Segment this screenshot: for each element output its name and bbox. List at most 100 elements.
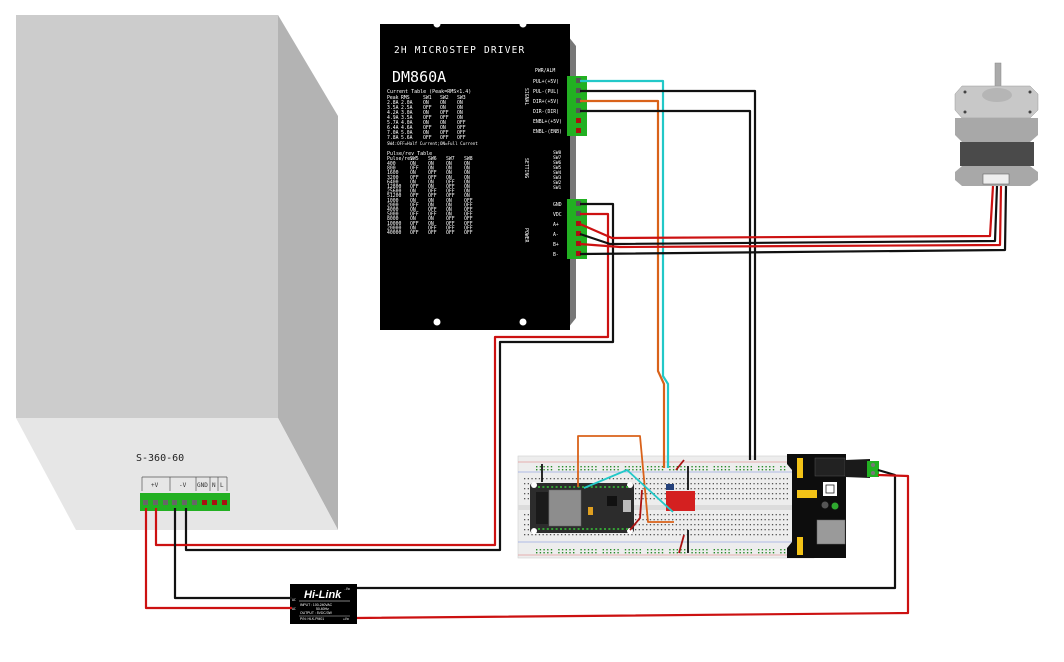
power-pin-label: A+ xyxy=(553,222,559,228)
breadboard-hole xyxy=(720,529,722,531)
breadboard-hole xyxy=(716,498,718,500)
breadboard-hole xyxy=(538,534,541,536)
rail-hole xyxy=(561,466,564,468)
breadboard-hole xyxy=(657,483,659,485)
rail-hole xyxy=(632,549,634,551)
breadboard-hole xyxy=(701,483,703,485)
rail-hole xyxy=(783,466,786,468)
jumper-orange[interactable] xyxy=(577,435,674,523)
dip-switch-label: SW4 xyxy=(553,170,562,176)
esp32-usb-port xyxy=(623,500,631,512)
pulse-table-cell: ON xyxy=(410,225,416,231)
breadboard-hole xyxy=(627,534,629,536)
breadboard-hole xyxy=(786,529,788,531)
rail-hole xyxy=(591,549,593,551)
psu-terminal-labels: +V -V GND N L xyxy=(141,476,228,491)
terminal-screw xyxy=(576,78,581,83)
pulse-table-cell: OFF xyxy=(428,230,437,236)
header-pin xyxy=(590,528,593,530)
rail-hole xyxy=(543,469,545,471)
jumper-red-2[interactable] xyxy=(675,459,685,471)
signal-pin-label: DIR+(+5V) xyxy=(533,99,559,105)
wire-hilink-vo-neg[interactable] xyxy=(357,468,897,590)
wire-motor-a-plus[interactable] xyxy=(579,185,995,240)
breadboard-hole xyxy=(635,519,637,521)
power-button[interactable] xyxy=(821,501,829,509)
breadboard-hole xyxy=(712,534,714,536)
wire-psu-ac-red[interactable] xyxy=(144,508,292,610)
header-pin xyxy=(621,528,624,530)
rail-hole xyxy=(772,466,775,468)
rail-hole xyxy=(724,552,727,554)
breadboard-hole xyxy=(742,498,744,500)
wire-motor-b-plus[interactable] xyxy=(579,185,1003,249)
breadboard-hole xyxy=(746,483,748,485)
pulse-table-cell: ON xyxy=(428,198,434,204)
breadboard-hole xyxy=(653,524,655,526)
breadboard-hole xyxy=(524,493,526,495)
wire-hilink-vo-pos[interactable] xyxy=(356,473,910,620)
breadboard-hole xyxy=(524,483,526,485)
rail-hole xyxy=(728,552,730,554)
wire-driver-vdc[interactable] xyxy=(154,212,610,547)
wire-dir-plus[interactable] xyxy=(580,99,666,468)
current-table-cell: OFF xyxy=(440,135,449,141)
rail-hole xyxy=(547,549,549,551)
pulse-table-cell: ON xyxy=(446,161,452,167)
breadboard-hole xyxy=(753,493,755,495)
power-section-label: POWER xyxy=(523,228,529,243)
rail-hole xyxy=(735,552,738,554)
rail-hole xyxy=(628,552,630,554)
breadboard-hole xyxy=(524,519,526,521)
breadboard-hole xyxy=(575,534,578,536)
breadboard-hole xyxy=(734,493,737,495)
jumper-red-3[interactable] xyxy=(678,534,685,554)
breadboard-hole xyxy=(709,478,711,480)
header-pin xyxy=(555,486,558,488)
header-pin xyxy=(599,528,602,530)
breadboard-hole xyxy=(709,498,711,500)
rail-hole xyxy=(647,469,649,471)
breadboard-hole xyxy=(749,524,751,526)
breadboard-hole xyxy=(627,478,629,480)
current-table-cell: 4.6A xyxy=(401,125,413,131)
rail-hole xyxy=(617,466,619,468)
current-table-cell: OFF xyxy=(423,115,432,121)
wire-driver-gnd[interactable] xyxy=(184,202,615,552)
breadboard-hole xyxy=(546,534,548,536)
power-switch[interactable] xyxy=(823,482,837,496)
breadboard-hole xyxy=(746,493,748,495)
breadboard-hole xyxy=(642,519,644,521)
breadboard-hole xyxy=(768,488,770,490)
rail-hole xyxy=(635,466,638,468)
wire-pul-plus[interactable] xyxy=(580,79,670,468)
breadboard-hole xyxy=(723,519,726,521)
rail-hole xyxy=(595,469,597,471)
wire-motor-a-minus[interactable] xyxy=(579,185,999,246)
rail-hole xyxy=(758,552,760,554)
rail-hole xyxy=(565,549,567,551)
pulse-table-cell: 4000 xyxy=(387,207,399,213)
breadboard-hole xyxy=(768,534,770,536)
rail-hole xyxy=(772,549,775,551)
wire-pul-minus[interactable] xyxy=(580,89,757,460)
breadboard-hole xyxy=(720,493,722,495)
rail-hole xyxy=(669,549,671,551)
current-table-cell: 4.0A xyxy=(401,120,413,126)
stepper-driver: 2H MICROSTEP DRIVER DM860A Current Table… xyxy=(380,20,587,330)
breadboard-hole xyxy=(679,488,681,490)
breadboard-hole xyxy=(697,534,700,536)
jumper-red-1[interactable] xyxy=(629,489,643,531)
header-pin xyxy=(568,528,571,530)
current-table-cell: 7.0A xyxy=(387,130,399,136)
wire-psu-ac-black[interactable] xyxy=(173,508,292,600)
breadboard-hole xyxy=(768,519,770,521)
jumper-cyan[interactable] xyxy=(583,469,674,513)
rail-hole xyxy=(769,552,771,554)
breadboard-hole xyxy=(783,524,785,526)
psu-front-face xyxy=(16,15,278,418)
wire-motor-b-minus[interactable] xyxy=(579,185,1008,256)
breadboard-hole xyxy=(649,529,652,531)
wire-dir-minus[interactable] xyxy=(580,109,752,460)
header-pin xyxy=(612,486,615,488)
